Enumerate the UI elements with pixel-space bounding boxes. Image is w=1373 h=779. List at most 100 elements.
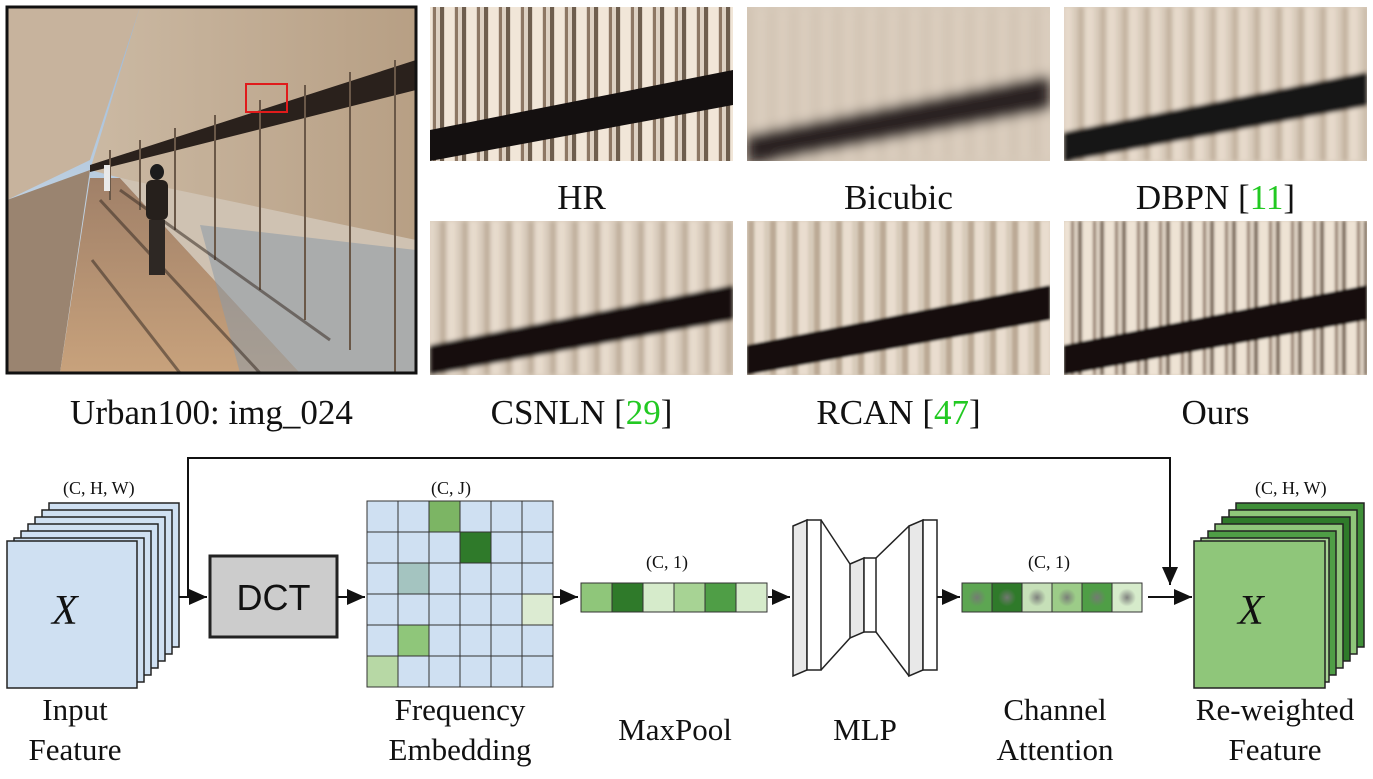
urban100-photo xyxy=(7,7,416,373)
grid-cell xyxy=(397,624,430,657)
grid-cell xyxy=(459,531,492,564)
grid-cell xyxy=(521,500,554,533)
output-feature-block xyxy=(1193,502,1365,689)
grid-cell xyxy=(397,531,430,564)
dct-label: DCT xyxy=(236,577,311,618)
grid-cell xyxy=(397,562,430,595)
attention-weight-dot xyxy=(968,588,986,607)
panel-caption-bicubic: Bicubic xyxy=(747,180,1050,215)
panel-caption-dbpn: DBPN [11] xyxy=(1135,178,1296,217)
grid-cell xyxy=(428,593,461,626)
grid-cell xyxy=(428,562,461,595)
citation-ref[interactable]: 11 xyxy=(1249,178,1284,217)
label-line: Re-weighted xyxy=(1195,692,1355,727)
grid-cell xyxy=(521,562,554,595)
label-line: Attention xyxy=(996,732,1114,767)
output-symbol: X xyxy=(1238,588,1264,634)
label-line: Input xyxy=(42,692,108,727)
grid-cell xyxy=(397,500,430,533)
channel-attention-vector xyxy=(961,582,1143,613)
vector-cell xyxy=(704,582,737,613)
grid-cell xyxy=(428,655,461,688)
vector-cell xyxy=(611,582,644,613)
panel-label: HR xyxy=(557,178,606,217)
maxpool-vector xyxy=(580,582,768,613)
mlp-label: MLP xyxy=(833,712,897,747)
input-feature-block xyxy=(6,502,180,689)
attention-dim-label: (C, 1) xyxy=(1028,552,1070,572)
grid-cell xyxy=(521,624,554,657)
grid-cell xyxy=(366,562,399,595)
vector-cell xyxy=(642,582,675,613)
input-feature-label: Input Feature xyxy=(0,690,150,770)
citation-ref[interactable]: 29 xyxy=(625,393,661,432)
grid-cell xyxy=(366,624,399,657)
output-dim-label: (C, H, W) xyxy=(1255,478,1327,498)
panel-rcan xyxy=(747,221,1050,375)
citation-ref[interactable]: 47 xyxy=(934,393,969,432)
grid-cell xyxy=(490,624,523,657)
grid-cell xyxy=(397,593,430,626)
frequency-dim-label: (C, J) xyxy=(431,478,471,498)
dct-block xyxy=(208,554,339,639)
panel-caption-rcan: RCAN [47] xyxy=(816,393,981,432)
vector-cell xyxy=(735,582,768,613)
grid-cell xyxy=(366,655,399,688)
grid-cell xyxy=(459,593,492,626)
zoom-region-marker xyxy=(245,83,288,113)
comparison-figure xyxy=(5,5,1367,375)
label-line: Channel xyxy=(1003,692,1107,727)
input-symbol: X xyxy=(52,588,78,634)
vector-cell xyxy=(580,582,613,613)
panel-hr xyxy=(430,7,733,161)
panel-caption-csnln: CSNLN [29] xyxy=(490,393,673,432)
panel-label: Bicubic xyxy=(844,178,953,217)
main-image-caption: Urban100: img_024 xyxy=(70,393,353,432)
grid-cell xyxy=(490,562,523,595)
grid-cell xyxy=(490,655,523,688)
grid-cell xyxy=(459,500,492,533)
channel-attention-label: Channel Attention xyxy=(970,690,1140,770)
grid-cell xyxy=(459,562,492,595)
grid-cell xyxy=(490,500,523,533)
frequency-embedding-label: Frequency Embedding xyxy=(360,690,560,770)
skip-connection-arrow xyxy=(187,457,1178,597)
maxpool-label: MaxPool xyxy=(618,712,732,747)
grid-cell xyxy=(490,531,523,564)
panel-caption-hr: HR xyxy=(430,180,733,215)
panel-label: RCAN xyxy=(816,393,914,432)
label-line: Frequency xyxy=(394,692,526,727)
grid-cell xyxy=(428,624,461,657)
grid-cell xyxy=(521,531,554,564)
label-line: Embedding xyxy=(388,732,532,767)
panel-ours xyxy=(1064,221,1367,375)
grid-cell xyxy=(428,531,461,564)
grid-cell xyxy=(366,593,399,626)
grid-cell xyxy=(459,655,492,688)
label-line: Feature xyxy=(28,732,122,767)
reweighted-feature-label: Re-weighted Feature xyxy=(1180,690,1370,770)
attention-weight-dot xyxy=(1058,588,1076,607)
grid-cell xyxy=(366,500,399,533)
fca-diagram xyxy=(6,457,1365,689)
grid-cell xyxy=(521,655,554,688)
grid-cell xyxy=(366,531,399,564)
grid-cell xyxy=(459,624,492,657)
panel-dbpn xyxy=(1064,7,1367,161)
attention-weight-dot xyxy=(1118,588,1136,607)
mlp-block xyxy=(792,518,938,678)
panel-label: DBPN xyxy=(1135,178,1230,217)
grid-cell xyxy=(521,593,554,626)
label-line: Feature xyxy=(1228,732,1322,767)
panel-label: Ours xyxy=(1181,393,1250,432)
panel-bicubic xyxy=(747,7,1050,161)
grid-cell xyxy=(490,593,523,626)
grid-cell xyxy=(428,500,461,533)
attention-weight-dot xyxy=(1088,588,1106,607)
panel-caption-ours: Ours xyxy=(1064,395,1367,430)
panel-csnln xyxy=(430,221,733,375)
input-dim-label: (C, H, W) xyxy=(63,478,135,498)
frequency-embedding-grid xyxy=(366,500,554,688)
attention-weight-dot xyxy=(998,588,1016,607)
maxpool-dim-label: (C, 1) xyxy=(646,552,688,572)
